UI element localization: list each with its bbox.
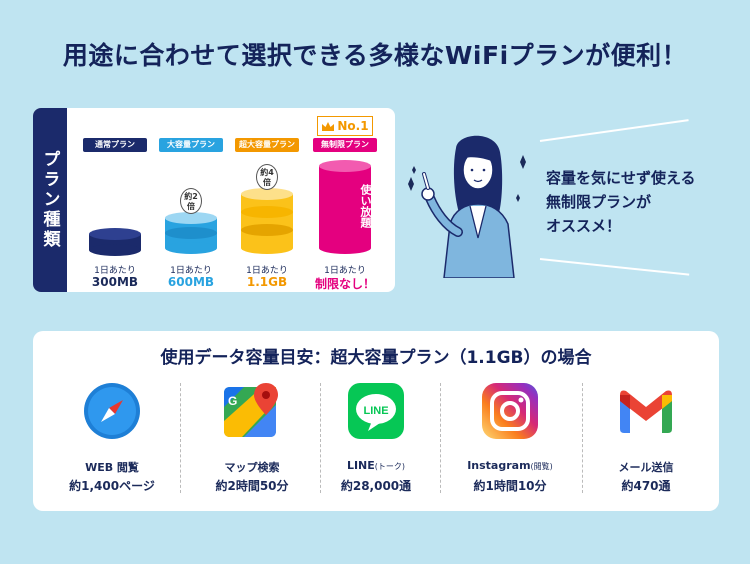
line-app-icon: LINE — [348, 383, 404, 439]
usage-item-web: WEB 閲覧 約1,400ページ — [44, 381, 180, 501]
plan-types-label: プラン種類 — [39, 150, 60, 250]
usage-item-value: 約470通 — [621, 479, 671, 493]
usage-item-name: メール送信 — [618, 461, 674, 474]
plan-large-multiplier-badge: 約2倍 — [180, 188, 202, 214]
plan-unlimited-per-day: 1日あたり — [324, 266, 366, 276]
gmail-icon — [620, 390, 672, 433]
recommend-line-1: 容量を気にせず使える — [546, 169, 696, 187]
svg-text:G: G — [228, 394, 237, 408]
plan-extra-large-multiplier-badge: 約4倍 — [256, 164, 278, 190]
ranking-badge: No.1 — [317, 116, 373, 136]
plan-types-card: プラン種類 通常プラン 1日あたり 300MB 大容量プラン 約2倍 1日あたり… — [33, 108, 395, 292]
plan-large-tag: 大容量プラン — [159, 138, 223, 152]
usage-item-line: LINE LINE(トーク) 約28,000通 — [308, 381, 444, 501]
plan-unlimited-tag: 無制限プラン — [313, 138, 377, 152]
recommend-text: 容量を気にせず使える 無制限プランが オススメ！ — [546, 166, 696, 238]
plan-regular-cylinder — [89, 228, 141, 256]
instagram-icon — [482, 383, 538, 439]
divider — [320, 383, 321, 493]
plan-extra-large: 超大容量プラン 約4倍 1日あたり 1.1GB — [231, 108, 303, 292]
plan-large: 大容量プラン 約2倍 1日あたり 600MB — [155, 108, 227, 292]
usage-item-value: 約2時間50分 — [215, 479, 289, 493]
plan-regular-amount: 300MB — [91, 275, 139, 289]
woman-pointing-illustration — [408, 135, 526, 278]
plan-large-cylinder — [165, 212, 217, 254]
plan-unlimited-cylinder-text: 使い放題 — [359, 184, 372, 228]
plan-large-amount: 600MB — [167, 275, 215, 289]
safari-compass-icon — [84, 383, 140, 439]
plan-regular-tag: 通常プラン — [83, 138, 147, 152]
plan-regular-per-day: 1日あたり — [94, 266, 136, 276]
plan-unlimited-cylinder — [319, 160, 371, 254]
crown-icon — [322, 121, 335, 131]
page-headline: 用途に合わせて選択できる多様なWiFiプランが便利！ — [62, 41, 688, 70]
usage-item-name: Instagram(閲覧) — [467, 459, 553, 472]
decorative-line-bottom — [539, 258, 690, 276]
decorative-line-top — [539, 119, 689, 142]
recommend-line-2: 無制限プランが — [546, 193, 652, 211]
divider — [440, 383, 441, 493]
divider — [582, 383, 583, 493]
ranking-badge-text: No.1 — [337, 119, 369, 133]
plan-extra-large-per-day: 1日あたり — [246, 266, 288, 276]
usage-item-instagram: Instagram(閲覧) 約1時間10分 — [442, 381, 578, 501]
plan-extra-large-tag: 超大容量プラン — [235, 138, 299, 152]
plan-unlimited: 無制限プラン 使い放題 1日あたり 制限なし！ — [309, 108, 381, 292]
svg-text:LINE: LINE — [363, 405, 388, 417]
plan-regular: 通常プラン 1日あたり 300MB — [79, 108, 151, 292]
google-maps-icon: G — [224, 383, 278, 437]
plan-types-side-label: プラン種類 — [33, 108, 67, 292]
usage-item-gmail: メール送信 約470通 — [578, 381, 714, 501]
plan-large-per-day: 1日あたり — [170, 266, 212, 276]
usage-estimate-card: 使用データ容量目安：超大容量プラン（1.1GB）の場合 WEB 閲覧 約1,40… — [33, 331, 719, 511]
usage-item-value: 約28,000通 — [340, 479, 412, 493]
usage-item-value: 約1時間10分 — [473, 479, 547, 493]
divider — [180, 383, 181, 493]
plan-extra-large-amount: 1.1GB — [246, 275, 288, 289]
usage-item-name: WEB 閲覧 — [85, 461, 139, 474]
usage-item-value: 約1,400ページ — [69, 479, 155, 493]
usage-item-name: LINE(トーク) — [346, 459, 406, 472]
usage-estimate-title: 使用データ容量目安：超大容量プラン（1.1GB）の場合 — [160, 348, 592, 368]
usage-item-maps: G マップ検索 約2時間50分 — [184, 381, 320, 501]
plan-extra-large-cylinder — [241, 188, 293, 254]
usage-item-name: マップ検索 — [224, 461, 280, 474]
recommend-line-3: オススメ！ — [546, 217, 622, 235]
plan-unlimited-amount: 制限なし！ — [314, 277, 375, 291]
